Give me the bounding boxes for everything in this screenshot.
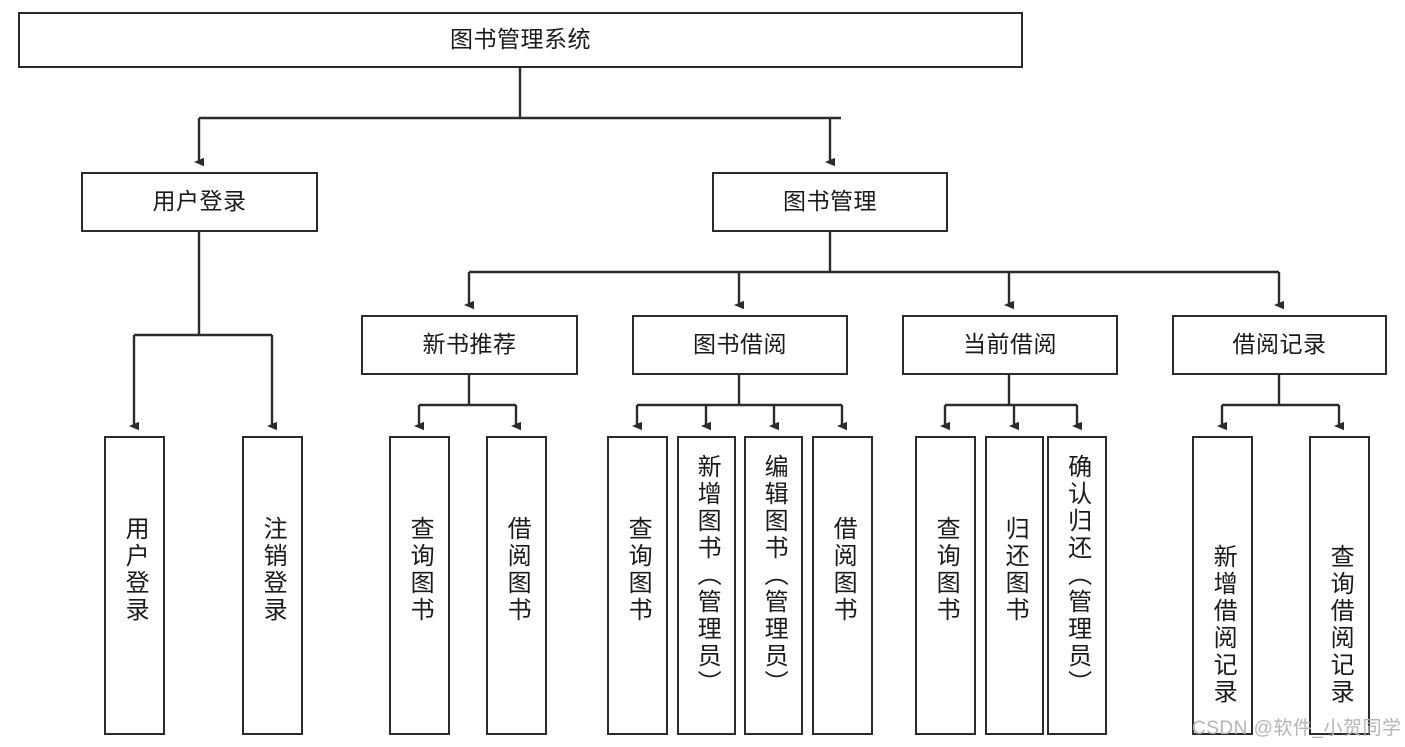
node-root-system[interactable]: 图书管理系统 [18, 12, 1023, 68]
node-leaf-edit-book[interactable]: 编辑图书（管理员） [744, 436, 803, 735]
node-label: 用户登录 [121, 516, 149, 624]
node-leaf-query-book-1[interactable]: 查询图书 [389, 436, 450, 735]
node-label: 确认归还（管理员） [1063, 454, 1091, 697]
node-borrow-record[interactable]: 借阅记录 [1172, 315, 1387, 375]
node-leaf-return-book[interactable]: 归还图书 [985, 436, 1044, 735]
node-label: 借阅图书 [503, 516, 531, 624]
node-label: 用户登录 [152, 188, 247, 215]
csdn-watermark: CSDN @软件_小贺同学 [1192, 718, 1402, 739]
node-book-manage[interactable]: 图书管理 [712, 172, 948, 232]
node-label: 新增图书（管理员） [693, 454, 721, 697]
node-label: 查询图书 [624, 516, 652, 624]
node-leaf-borrow-book-2[interactable]: 借阅图书 [812, 436, 873, 735]
node-leaf-query-book-3[interactable]: 查询图书 [915, 436, 976, 735]
node-leaf-confirm-return[interactable]: 确认归还（管理员） [1047, 436, 1107, 735]
node-label: 查询图书 [406, 516, 434, 624]
node-book-borrow[interactable]: 图书借阅 [632, 315, 848, 375]
node-leaf-user-login[interactable]: 用户登录 [104, 436, 165, 735]
node-label: 图书借阅 [693, 331, 787, 358]
node-current-borrow[interactable]: 当前借阅 [902, 315, 1118, 375]
node-leaf-query-record[interactable]: 查询借阅记录 [1309, 436, 1370, 735]
node-label: 新增借阅记录 [1209, 544, 1237, 706]
node-label: 归还图书 [1001, 516, 1029, 624]
node-label: 编辑图书（管理员） [760, 454, 788, 697]
node-label: 图书管理 [783, 188, 877, 215]
node-label: 查询借阅记录 [1326, 544, 1354, 706]
node-leaf-query-book-2[interactable]: 查询图书 [607, 436, 668, 735]
node-label: 借阅图书 [829, 516, 857, 624]
node-label: 注销登录 [259, 516, 287, 624]
node-label: 新书推荐 [422, 331, 517, 358]
node-user-login[interactable]: 用户登录 [81, 172, 318, 232]
node-leaf-add-record[interactable]: 新增借阅记录 [1192, 436, 1253, 735]
node-leaf-borrow-book-1[interactable]: 借阅图书 [486, 436, 547, 735]
node-label: 当前借阅 [963, 331, 1057, 358]
node-label: 借阅记录 [1232, 331, 1327, 358]
node-leaf-logout[interactable]: 注销登录 [242, 436, 303, 735]
node-new-book-recommend[interactable]: 新书推荐 [361, 315, 578, 375]
node-label: 查询图书 [932, 516, 960, 624]
node-leaf-add-book[interactable]: 新增图书（管理员） [677, 436, 736, 735]
node-label: 图书管理系统 [450, 26, 591, 53]
